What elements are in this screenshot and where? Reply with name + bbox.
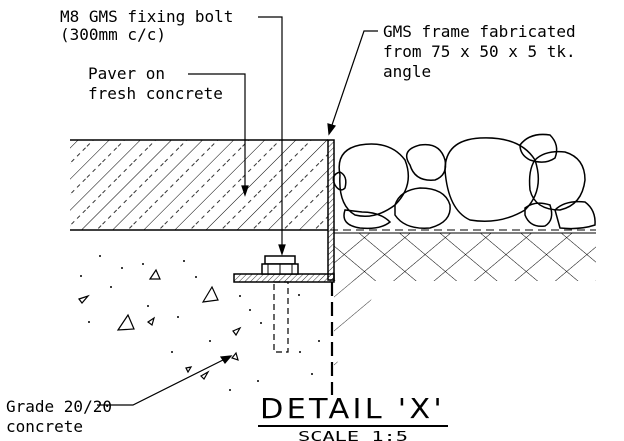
detail-title: DETAIL 'X' [260, 392, 445, 425]
annotation-bolt: M8 GMS fixing bolt (300mm c/c) [60, 7, 233, 44]
detail-title-block: DETAIL 'X' SCALE 1:5 [258, 392, 448, 441]
bolt-label-line2: (300mm c/c) [60, 25, 166, 44]
annotation-grade: Grade 20/20 concrete [6, 397, 112, 436]
annotation-frame: GMS frame fabricated from 75 x 50 x 5 tk… [383, 22, 576, 81]
detail-scale: SCALE 1:5 [298, 430, 408, 441]
leader-lines [97, 16, 378, 406]
grade-label-line1: Grade 20/20 [6, 397, 112, 416]
boulder-fill [332, 133, 596, 230]
concrete-fill [78, 268, 242, 380]
bolt-label-line1: M8 GMS fixing bolt [60, 7, 233, 26]
frame-label-line2: from 75 x 50 x 5 tk. [383, 42, 576, 61]
frame-label-line1: GMS frame fabricated [383, 22, 576, 41]
paver-label-line2: fresh concrete [88, 84, 223, 103]
frame-label-line3: angle [383, 62, 431, 81]
concrete-dots [80, 255, 320, 391]
fixing-bolt [261, 255, 299, 353]
soil-hatch [334, 232, 596, 370]
annotation-paver: Paver on fresh concrete [88, 64, 223, 103]
grade-label-line2: concrete [6, 417, 83, 436]
paver-label-line1: Paver on [88, 64, 165, 83]
paver-block [70, 139, 328, 231]
